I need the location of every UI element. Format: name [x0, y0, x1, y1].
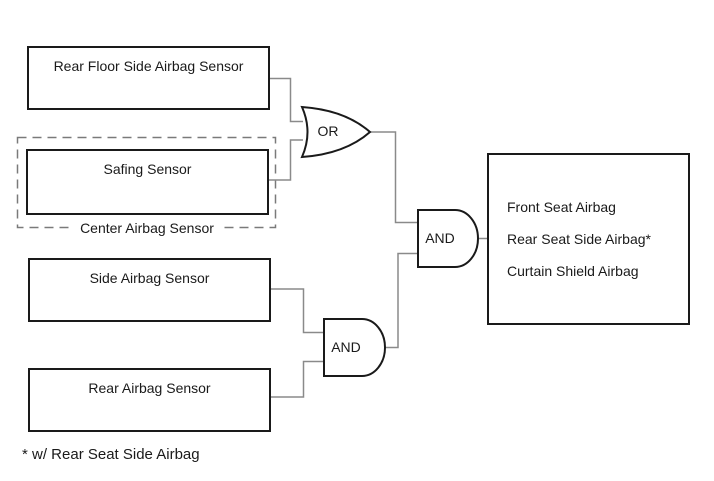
or-gate-label: OR	[317, 123, 339, 139]
and-gate-main-label: AND	[425, 230, 455, 246]
sensor-label-rear-floor: Rear Floor Side Airbag Sensor	[53, 58, 244, 74]
output-line-front-seat-airbag: Front Seat Airbag	[507, 199, 616, 215]
sensor-label-rear: Rear Airbag Sensor	[88, 380, 211, 396]
output-box	[487, 153, 690, 325]
wire-side-to-and-lower	[271, 288, 325, 334]
sensor-box-rear: Rear Airbag Sensor	[28, 368, 271, 432]
sensor-label-safing: Safing Sensor	[103, 161, 192, 177]
wire-safing-to-or	[269, 139, 303, 181]
and-gate-main-shape	[417, 209, 479, 268]
and-gate-lower-shape	[323, 318, 386, 377]
wire-or-to-and-main	[370, 131, 419, 224]
center-airbag-sensor-dashed-border	[16, 136, 277, 229]
output-line-curtain-shield-airbag: Curtain Shield Airbag	[507, 263, 639, 279]
and-gate-lower-label: AND	[331, 339, 361, 355]
or-gate-shape	[300, 105, 372, 159]
sensor-box-safing: Safing Sensor	[26, 149, 269, 215]
center-airbag-sensor-group-label: Center Airbag Sensor	[72, 220, 222, 236]
sensor-box-rear-floor: Rear Floor Side Airbag Sensor	[27, 46, 270, 110]
wire-and-lower-to-and-main	[385, 252, 419, 349]
output-line-rear-seat-side-airbag: Rear Seat Side Airbag*	[507, 231, 651, 247]
sensor-label-side: Side Airbag Sensor	[89, 270, 210, 286]
footnote: * w/ Rear Seat Side Airbag	[22, 446, 200, 463]
output-box-lines: Front Seat Airbag Rear Seat Side Airbag*…	[507, 191, 687, 287]
wire-rear-to-and-lower	[271, 360, 325, 398]
sensor-box-side: Side Airbag Sensor	[28, 258, 271, 322]
wire-rear-floor-to-or	[269, 77, 303, 123]
